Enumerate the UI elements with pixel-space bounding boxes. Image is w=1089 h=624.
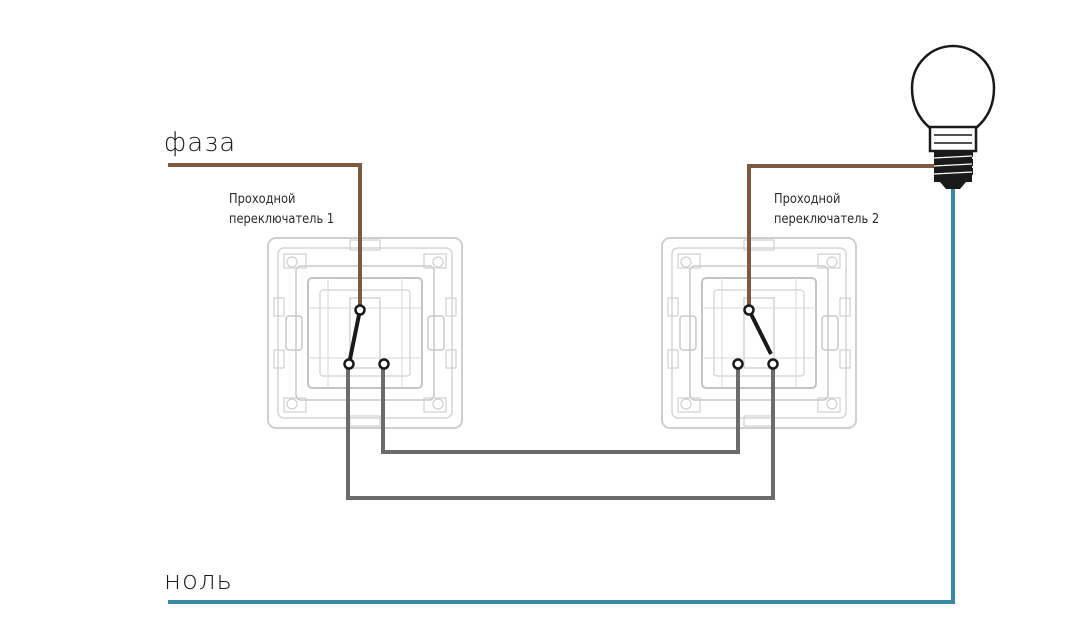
switch-1-contacts: [343, 304, 390, 370]
switch-1-label-line1: Проходной: [229, 192, 296, 207]
traveler-wire-outer: [346, 366, 775, 500]
switch-1-body: [267, 237, 463, 429]
lamp-feed-wire: [747, 164, 934, 310]
phase-wire: [168, 163, 362, 310]
light-bulb-icon: [910, 44, 996, 189]
neutral-label: ноль: [164, 566, 233, 596]
switch-1-label: Проходной переключатель 1: [229, 190, 334, 230]
switch-2-contacts: [732, 304, 779, 370]
traveler-wire-inner: [381, 366, 740, 454]
switch-2-label: Проходной переключатель 2: [774, 190, 879, 230]
neutral-wire: [168, 186, 955, 604]
phase-label: фаза: [164, 128, 237, 158]
switch-1-label-line2: переключатель 1: [229, 212, 335, 227]
switch-2-label-line1: Проходной: [774, 192, 841, 207]
switch-2-label-line2: переключатель 2: [774, 212, 880, 227]
